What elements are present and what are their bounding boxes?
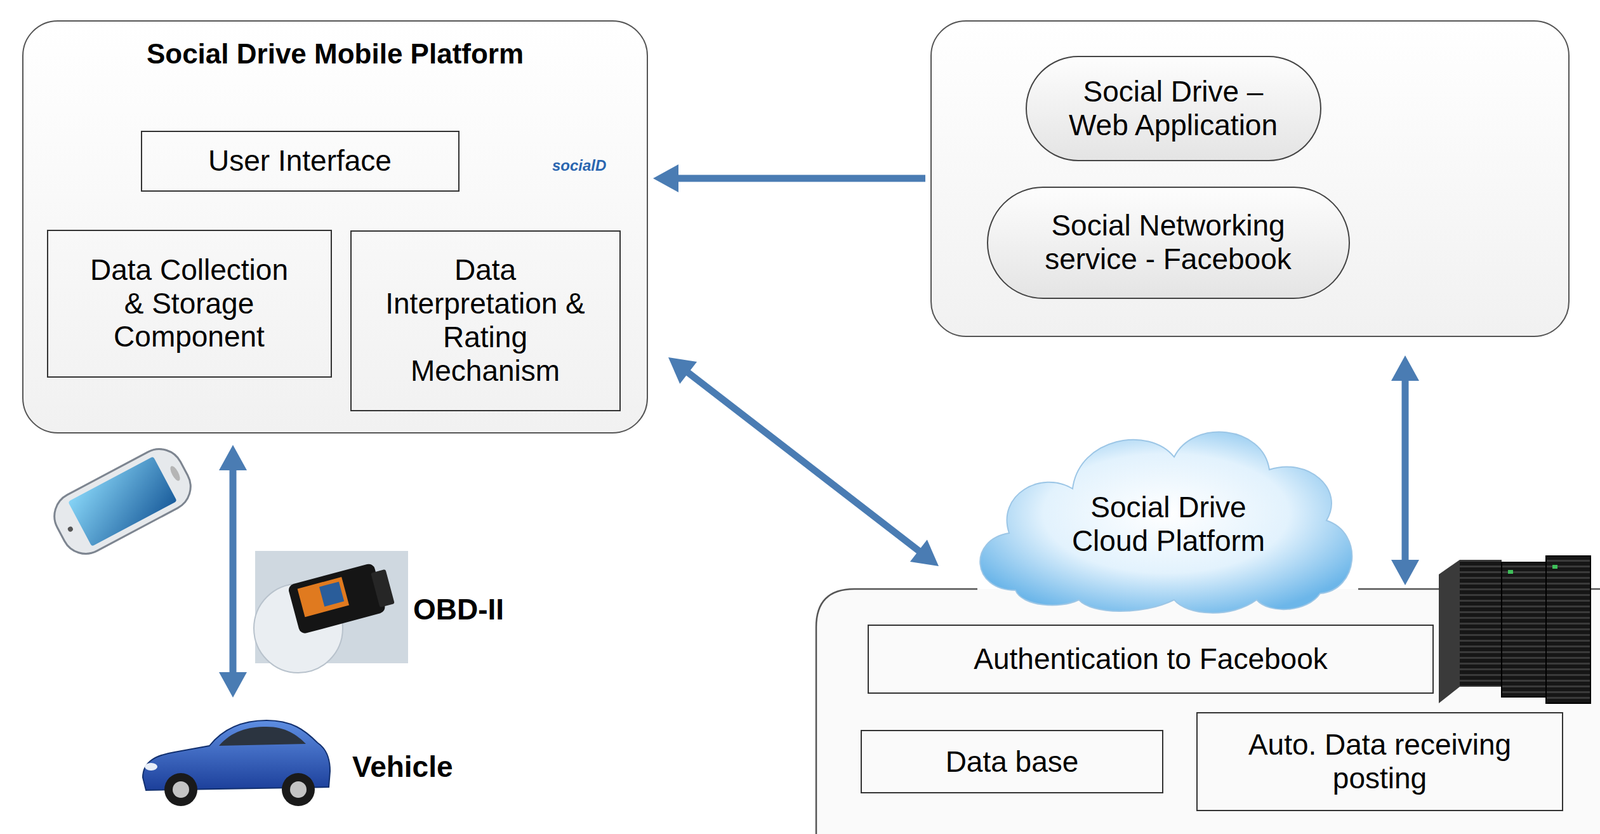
logo-text: socialD (552, 156, 607, 175)
connector-shaft (229, 467, 237, 675)
node-label: Authentication to Facebook (973, 642, 1328, 676)
process-box: Data Interpretation & Rating Mechanism (350, 230, 621, 412)
arrow-head (653, 164, 679, 193)
connector-arrow (1391, 355, 1420, 586)
arrow-head (218, 672, 247, 698)
process-box: Auto. Data receiving posting (1196, 712, 1564, 812)
arrow-head (218, 444, 247, 471)
vehicle-node: Vehicle (133, 701, 489, 813)
heading-text: Vehicle (352, 750, 454, 784)
connector-shaft (675, 175, 926, 183)
cloud-shape (979, 432, 1352, 614)
obd-dongle-picture (253, 550, 409, 673)
platform-panel: Social Drive Mobile PlatformUser Interfa… (22, 20, 648, 434)
node-label: Data Collection & Storage Component (79, 253, 299, 355)
arrow-head (668, 357, 697, 384)
process-box: Authentication to Facebook (867, 624, 1434, 694)
server-rack-icon (1438, 555, 1591, 704)
node-label: Social Networking service - Facebook (1013, 208, 1324, 277)
arrow-head (1391, 355, 1420, 381)
logo-text: socialD (552, 156, 607, 175)
arrow-head (1391, 559, 1420, 586)
node-label: User Interface (208, 144, 392, 178)
car-picture (142, 720, 331, 807)
service-pill: Social Drive – Web Application (1025, 55, 1322, 162)
node-label: Auto. Data receiving posting (1227, 727, 1533, 796)
connector-arrow (218, 444, 247, 698)
connector-arrow (653, 164, 926, 193)
device-label: OBD-II (413, 592, 504, 627)
web-panel: Social Drive – Web ApplicationSocial Net… (930, 20, 1570, 338)
connector-shaft (1401, 378, 1409, 563)
heading-text: Social Drive Cloud Platform (1054, 490, 1283, 558)
device-label: OBD-II (413, 592, 504, 627)
cloud-platform: Social Drive Cloud PlatformAuthenticatio… (816, 588, 1600, 834)
node-label: Data Interpretation & Rating Mechanism (377, 253, 594, 388)
connector-arrow (668, 357, 939, 567)
connector-shaft (686, 371, 921, 553)
smartphone-picture (45, 440, 199, 563)
process-box: User Interface (140, 130, 460, 192)
node-label: Social Drive – Web Application (1060, 74, 1287, 143)
arrow-head (910, 539, 939, 567)
process-box: Data Collection & Storage Component (46, 229, 332, 378)
node-label: Data base (945, 745, 1079, 779)
heading-text: Social Drive Mobile Platform (23, 38, 647, 71)
process-box: Data base (860, 729, 1164, 794)
service-pill: Social Networking service - Facebook (986, 186, 1350, 299)
